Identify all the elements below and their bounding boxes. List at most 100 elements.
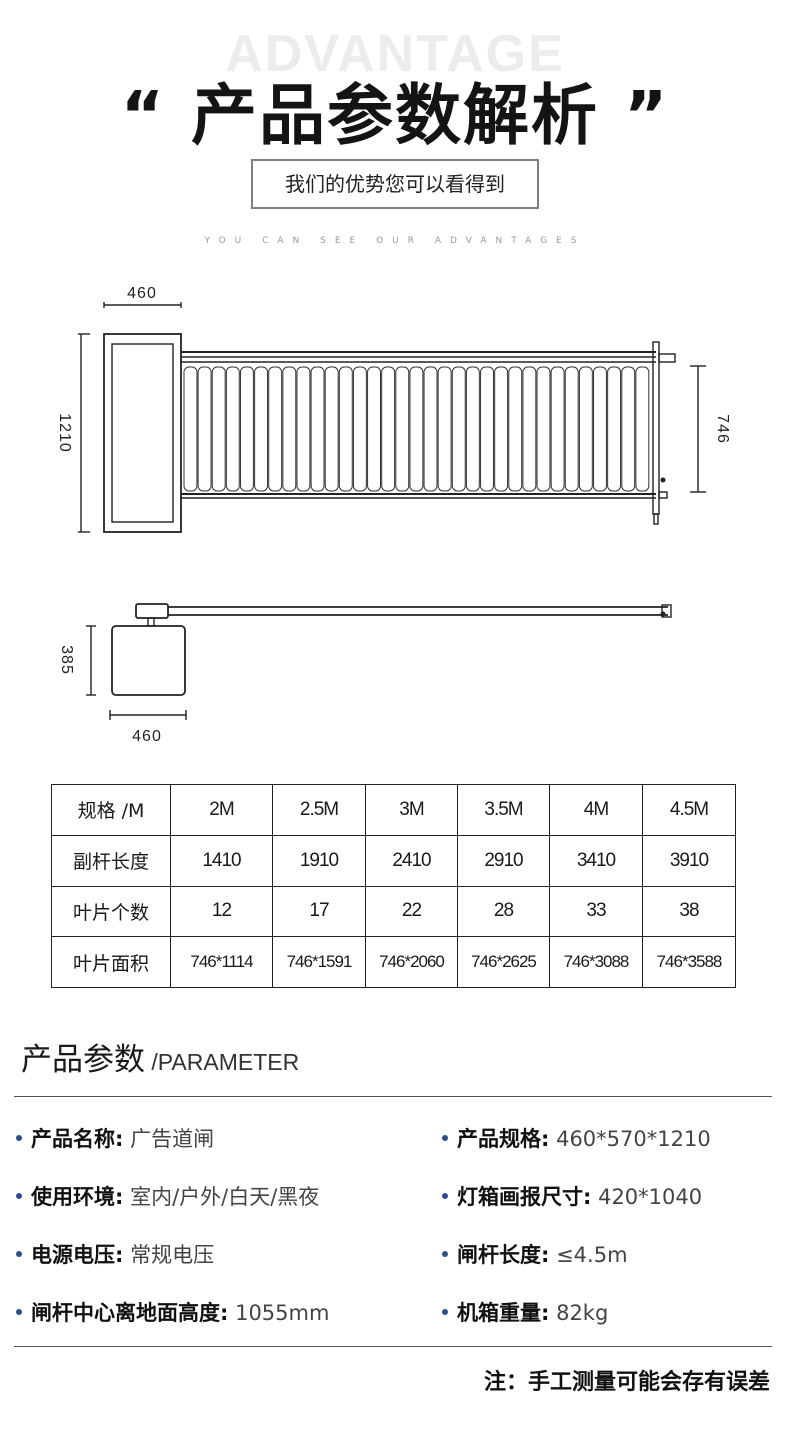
panel-slat [494, 366, 509, 492]
table-cell: 746*3588 [642, 936, 736, 988]
panel-slat [536, 366, 551, 492]
table-cell: 2410 [365, 834, 458, 887]
panel-slat [367, 366, 381, 492]
table-row: 叶片面积 746*1114 746*1591 746*2060 746*2625… [51, 936, 736, 988]
bullet-icon [16, 1135, 22, 1141]
table-cell: 2910 [457, 834, 550, 887]
bullet-icon [16, 1309, 22, 1315]
table-cell: 38 [642, 885, 736, 938]
table-cell: 2.5M [272, 784, 366, 836]
table-cell: 22 [365, 885, 458, 938]
panel-slat [465, 366, 480, 492]
watermark-text: ADVANTAGE [225, 25, 565, 83]
panel-slat [578, 366, 593, 492]
table-cell: 叶片个数 [51, 885, 171, 938]
panel-slat [395, 366, 410, 492]
table-cell: 28 [457, 885, 550, 938]
panel-slat [635, 366, 650, 492]
table-cell: 3910 [642, 834, 736, 887]
param-item: 灯箱画报尺寸: 420*1040 [442, 1181, 702, 1211]
param-value: 1055mm [228, 1301, 330, 1325]
bullet-icon [442, 1135, 448, 1141]
front-height-label: 1210 [56, 413, 73, 453]
param-key: 使用环境: [31, 1185, 124, 1209]
panel-height-label: 746 [714, 414, 731, 444]
parameter-heading-zh: 产品参数 [21, 1042, 145, 1078]
param-item: 电源电压: 常规电压 [16, 1239, 214, 1269]
table-cell: 规格 /M [51, 784, 171, 836]
panel-slat [268, 366, 283, 492]
panel-slat [324, 366, 339, 492]
panel-slat [451, 366, 466, 492]
panel-slat [225, 366, 240, 492]
param-value: 82kg [549, 1301, 609, 1325]
panel-slat [211, 366, 226, 492]
table-cell: 746*3088 [549, 936, 643, 988]
param-item: 机箱重量: 82kg [442, 1297, 608, 1327]
parameter-heading-en: /PARAMETER [145, 1049, 300, 1075]
table-cell: 746*2625 [457, 936, 550, 988]
panel-slat [508, 366, 523, 492]
table-cell: 4M [549, 784, 643, 836]
panel-slat [522, 366, 537, 492]
bullet-icon [16, 1251, 22, 1257]
panel-slat [621, 366, 636, 492]
panel-slat [409, 366, 424, 492]
table-cell: 4.5M [642, 784, 736, 836]
param-value: 常规电压 [123, 1243, 215, 1267]
param-value: 室内/户外/白天/黑夜 [123, 1185, 320, 1209]
table-header-row: 规格 /M 2M 2.5M 3M 3.5M 4M 4.5M [51, 784, 736, 836]
top-height-label: 385 [58, 645, 75, 675]
param-key: 灯箱画报尺寸: [457, 1185, 592, 1209]
bullet-icon [16, 1193, 22, 1199]
panel-slat [564, 366, 579, 492]
technical-drawing: 460 1210 746 385 460 [56, 285, 731, 745]
table-cell: 3.5M [457, 784, 550, 836]
bullet-icon [442, 1193, 448, 1199]
param-key: 闸杆长度: [457, 1243, 550, 1267]
subtitle-box: 我们的优势您可以看得到 [251, 159, 539, 209]
table-row: 叶片个数 12 17 22 28 33 38 [51, 885, 736, 938]
param-value: 420*1040 [591, 1185, 703, 1209]
table-cell: 746*2060 [365, 936, 458, 988]
divider-bottom [14, 1346, 772, 1347]
panel-slat [338, 366, 353, 492]
param-value: 广告道闸 [123, 1127, 215, 1151]
param-item: 使用环境: 室内/户外/白天/黑夜 [16, 1181, 319, 1211]
panel-slat [310, 366, 325, 492]
table-cell: 12 [170, 885, 273, 938]
panel-slat [254, 366, 269, 492]
panel-slat [593, 366, 607, 492]
table-cell: 1910 [272, 834, 366, 887]
param-item: 闸杆长度: ≤4.5m [442, 1239, 628, 1269]
measurement-note: 注：手工测量可能会存有误差 [483, 1370, 770, 1395]
param-value: ≤4.5m [549, 1243, 628, 1267]
param-item: 产品名称: 广告道闸 [16, 1123, 214, 1153]
param-key: 电源电压: [31, 1243, 124, 1267]
param-key: 闸杆中心离地面高度: [31, 1301, 229, 1325]
panel-slat [183, 366, 198, 492]
table-cell: 3410 [549, 834, 643, 887]
param-key: 产品名称: [31, 1127, 124, 1151]
panel-slat [423, 366, 438, 492]
panel-slat [282, 366, 297, 492]
top-width-label: 460 [132, 728, 162, 745]
panel-slat [607, 366, 622, 492]
panel-slat [352, 366, 367, 492]
table-cell: 3M [365, 784, 458, 836]
param-key: 机箱重量: [457, 1301, 550, 1325]
table-cell: 17 [272, 885, 366, 938]
param-key: 产品规格: [457, 1127, 550, 1151]
bullet-icon [442, 1309, 448, 1315]
panel-slat [296, 366, 311, 492]
param-value: 460*570*1210 [549, 1127, 711, 1151]
panel-slat [480, 366, 494, 492]
bullet-icon [442, 1251, 448, 1257]
divider-top [14, 1096, 772, 1097]
table-row: 副杆长度 1410 1910 2410 2910 3410 3910 [51, 834, 736, 887]
table-cell: 2M [170, 784, 273, 836]
panel-slat [197, 366, 212, 492]
front-width-label: 460 [127, 285, 157, 302]
table-cell: 746*1591 [272, 936, 366, 988]
panel-slat [550, 366, 565, 492]
